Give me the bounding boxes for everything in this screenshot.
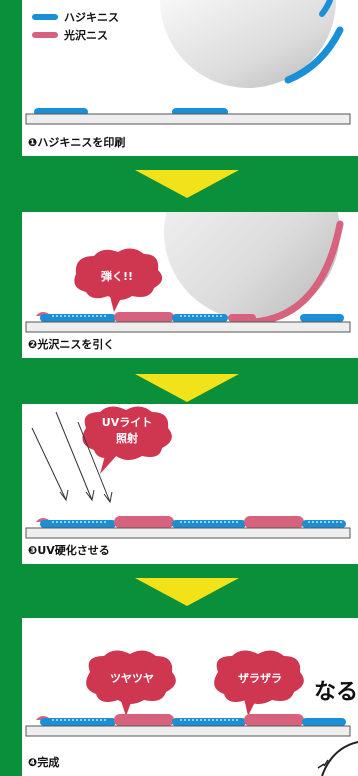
balloon-text-line2: 照射 <box>116 431 138 445</box>
down-arrow <box>135 578 239 606</box>
step-3-panel: UVライト 照射 ❸UV硬化させる <box>22 404 358 564</box>
uv-light-rays <box>31 411 113 504</box>
legend-swatch-blue <box>32 14 58 20</box>
decorative-curve <box>321 741 358 776</box>
step-1-caption: ❶ハジキニスを印刷 <box>28 136 126 149</box>
step-4-caption: ❹完成 <box>28 756 60 769</box>
step-1-panel: ハジキニス 光沢ニス ❶ハジキニスを印刷 <box>22 0 358 156</box>
substrate <box>25 725 351 737</box>
legend: ハジキニス 光沢ニス <box>32 8 119 44</box>
trailing-text: なる <box>314 680 358 705</box>
roller-pink-varnish <box>250 220 344 326</box>
down-arrow <box>135 170 239 198</box>
legend-swatch-pink <box>32 32 58 38</box>
substrate <box>25 113 351 125</box>
down-arrow <box>135 374 239 402</box>
speech-balloon-rough: ザラザラ <box>214 650 304 716</box>
legend-item-gloss: 光沢ニス <box>32 26 119 44</box>
speech-balloon-glossy: ツヤツヤ <box>86 650 176 716</box>
roller <box>160 0 336 88</box>
step-3-caption: ❸UV硬化させる <box>28 544 110 557</box>
balloon-text-line1: UVライト <box>102 416 152 429</box>
legend-label: 光沢ニス <box>64 29 108 42</box>
substrate <box>25 321 351 333</box>
speech-balloon: 弾く!! <box>74 248 163 312</box>
balloon-text: ツヤツヤ <box>110 672 154 685</box>
step-2-illustration: 弾く!! <box>25 212 351 333</box>
step-4-panel: ツヤツヤ ザラザラ なる ❹完成 <box>22 618 358 776</box>
step-3-illustration: UVライト 照射 <box>25 406 351 539</box>
substrate <box>25 527 351 539</box>
roller-blue-varnish <box>284 26 344 84</box>
roller <box>164 212 340 320</box>
step-1-illustration <box>25 0 351 125</box>
step-2-panel: 弾く!! ❷光沢ニスを引く <box>22 212 358 358</box>
balloon-text: 弾く!! <box>101 269 133 283</box>
legend-label: ハジキニス <box>64 11 119 24</box>
pink-varnish-print <box>114 312 174 322</box>
step-2-caption: ❷光沢ニスを引く <box>28 338 115 351</box>
step-4-illustration: ツヤツヤ ザラザラ <box>25 650 358 776</box>
legend-item-hajiki: ハジキニス <box>32 8 119 26</box>
speech-balloon: UVライト 照射 <box>82 406 172 474</box>
balloon-text: ザラザラ <box>238 672 282 685</box>
